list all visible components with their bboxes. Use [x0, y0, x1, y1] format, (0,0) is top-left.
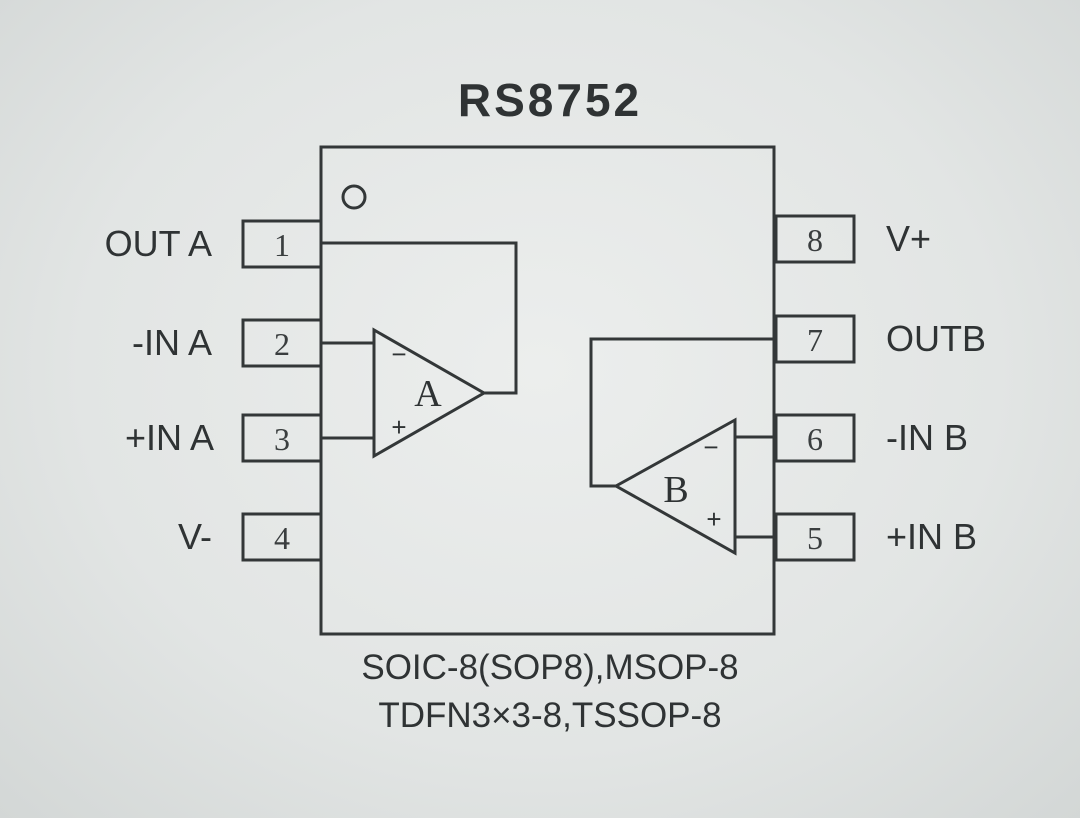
- pin-number: 4: [274, 520, 290, 556]
- pin-label: V-: [178, 516, 212, 557]
- chip-title: RS8752: [458, 74, 642, 126]
- op-amp-b: B − +: [612, 417, 737, 556]
- pin-6: 6 -IN B: [774, 413, 968, 463]
- pin-number: 7: [807, 322, 823, 358]
- pin1-marker: [341, 184, 367, 210]
- pin-number: 3: [274, 421, 290, 457]
- op-amp-b-minus: −: [703, 432, 718, 462]
- pin-7: 7 OUTB: [774, 314, 986, 364]
- pin-label: OUT A: [105, 223, 212, 264]
- pin-5: 5 +IN B: [774, 512, 977, 562]
- pin-number: 5: [807, 520, 823, 556]
- pin-label: V+: [886, 218, 931, 259]
- pin-box: [241, 512, 323, 562]
- wire-out-a-feedback: [321, 241, 518, 395]
- pin-label: +IN B: [886, 516, 977, 557]
- op-amp-a-minus: −: [391, 339, 406, 369]
- pin-8: 8 V+: [774, 214, 931, 264]
- op-amp-a: A − +: [372, 327, 488, 459]
- package-list-line-2: TDFN3×3-8,TSSOP-8: [378, 696, 721, 735]
- op-amp-b-triangle: [612, 417, 737, 556]
- op-amp-a-name: A: [414, 373, 442, 415]
- op-amp-a-triangle: [372, 327, 488, 459]
- pin-3: 3 +IN A: [125, 413, 323, 463]
- chip-body: [319, 145, 776, 636]
- pin-2: 2 -IN A: [132, 318, 323, 368]
- pin-4: 4 V-: [178, 512, 323, 562]
- pin-label: +IN A: [125, 417, 214, 458]
- pin-label: -IN A: [132, 322, 212, 363]
- pin-box: [774, 214, 856, 264]
- pin-number: 6: [807, 421, 823, 457]
- pin-label: -IN B: [886, 417, 968, 458]
- op-amp-a-plus: +: [391, 412, 406, 442]
- pin-number: 2: [274, 326, 290, 362]
- pin-number: 8: [807, 222, 823, 258]
- op-amp-b-name: B: [663, 469, 688, 511]
- pin-1: 1 OUT A: [105, 219, 323, 269]
- op-amp-b-plus: +: [706, 504, 721, 534]
- package-list-line-1: SOIC-8(SOP8),MSOP-8: [361, 648, 738, 687]
- wire-out-b-feedback: [589, 337, 776, 488]
- pin-label: OUTB: [886, 318, 986, 359]
- pin-number: 1: [274, 227, 290, 263]
